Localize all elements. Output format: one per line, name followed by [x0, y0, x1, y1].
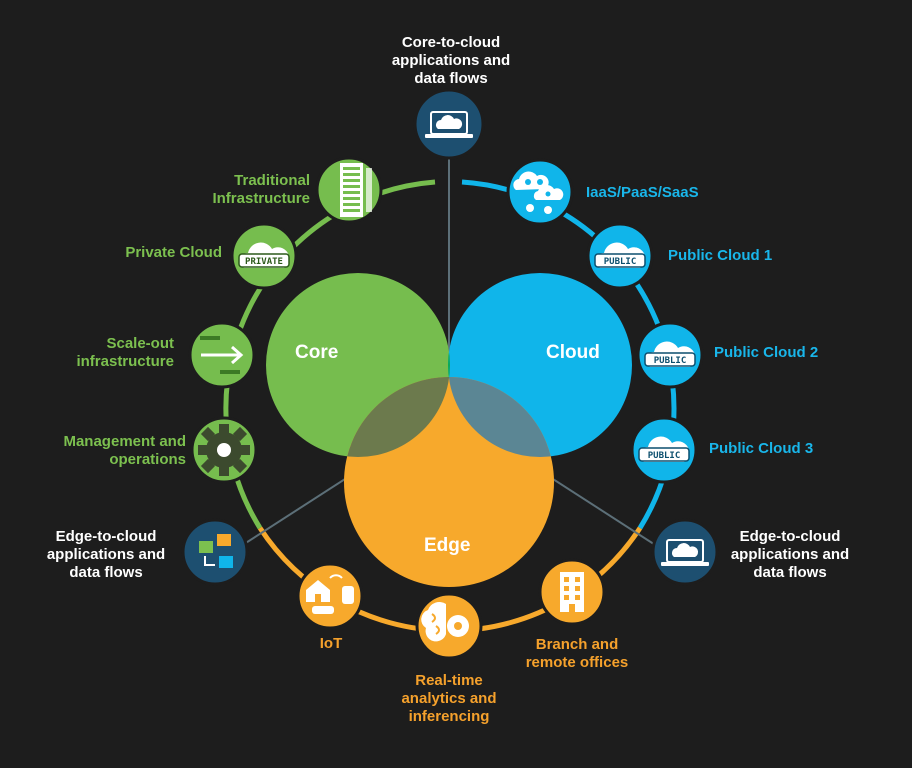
core-edge-overlap [344, 377, 450, 457]
edge-label: Edge [424, 535, 471, 556]
private-badge: PRIVATE [245, 257, 283, 267]
iot-devices-icon [296, 562, 364, 630]
public-cloud-3-icon [630, 416, 698, 484]
scale-out-arrow-icon [188, 321, 256, 389]
data-transfer-icon [181, 518, 249, 586]
iaas-paas-saas-label: IaaS/PaaS/SaaS [586, 184, 699, 201]
core-to-cloud-label: Core-to-cloud applications and data flow… [391, 34, 511, 87]
cloud-label: Cloud [546, 342, 600, 363]
public-badge-1: PUBLIC [604, 257, 637, 267]
realtime-analytics-label: Real-time analytics and inferencing [401, 672, 497, 725]
server-rack-icon [315, 156, 383, 224]
management-operations-label: Management and operations [63, 433, 186, 468]
gear-icon [190, 416, 258, 484]
core-to-cloud-icon [413, 88, 485, 160]
cloud-edge-overlap [448, 377, 554, 457]
laptop-cloud-icon-right [651, 518, 719, 586]
public-badge-2: PUBLIC [654, 356, 687, 366]
edge-to-cloud-right-label: Edge-to-cloud applications and data flow… [730, 528, 850, 581]
traditional-infrastructure-label: Traditional Infrastructure [212, 172, 310, 207]
public-cloud-3-label: Public Cloud 3 [709, 440, 814, 457]
public-cloud-1-icon [586, 222, 654, 290]
branch-offices-label: Branch and remote offices [525, 636, 629, 671]
public-cloud-2-icon [636, 321, 704, 389]
public-cloud-2-label: Public Cloud 2 [714, 344, 819, 361]
public-badge-3: PUBLIC [648, 451, 681, 461]
public-cloud-1-label: Public Cloud 1 [668, 247, 773, 264]
edge-to-cloud-left-label: Edge-to-cloud applications and data flow… [46, 528, 166, 581]
brain-gear-icon [415, 592, 483, 660]
private-cloud-label: Private Cloud [125, 244, 222, 261]
core-label: Core [295, 342, 339, 363]
iot-label: IoT [319, 635, 343, 652]
cloud-services-icon [506, 158, 574, 226]
office-building-icon [538, 558, 606, 626]
private-cloud-icon [230, 222, 298, 290]
scale-out-infrastructure-label: Scale-out infrastructure [76, 335, 174, 370]
